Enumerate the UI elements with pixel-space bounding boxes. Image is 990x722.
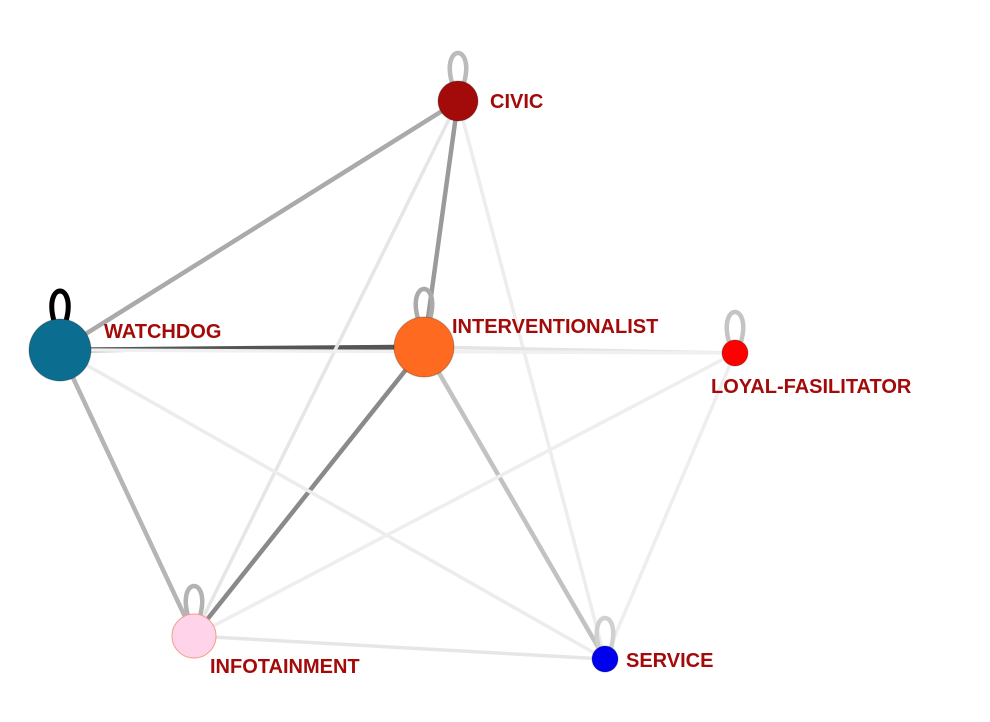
edge-civic-interventionalist	[421, 98, 461, 350]
edge-infotainment-loyal	[192, 351, 737, 638]
node-label-civic: CIVIC	[490, 91, 543, 113]
node-infotainment	[171, 613, 217, 659]
node-interventionalist	[393, 316, 455, 378]
node-label-loyal: LOYAL-FASILITATOR	[711, 376, 912, 398]
edge-service-loyal	[603, 351, 737, 661]
node-loyal	[721, 339, 749, 367]
edge-watchdog-civic	[57, 98, 461, 353]
edge-civic-service	[456, 99, 607, 661]
self-loop-watchdog	[49, 288, 71, 322]
nodes-layer	[28, 80, 749, 673]
self-loop-loyal	[724, 309, 746, 343]
self-loop-civic	[447, 50, 469, 84]
node-label-service: SERVICE	[626, 650, 713, 672]
edge-civic-infotainment	[192, 99, 460, 638]
edge-watchdog-infotainment	[57, 347, 197, 639]
labels-layer: CIVIC WATCHDOG INTERVENTIONALIST LOYAL-FASI…	[104, 91, 912, 678]
self-loop-interventionalist	[413, 286, 435, 320]
node-label-watchdog: WATCHDOG	[104, 321, 221, 343]
node-civic	[437, 80, 479, 122]
node-label-interventionalist: INTERVENTIONALIST	[452, 316, 658, 338]
edge-watchdog-service	[58, 348, 607, 661]
self-loops-layer	[49, 50, 746, 649]
edges-layer	[57, 98, 737, 662]
self-loop-infotainment	[183, 583, 205, 617]
self-loop-service	[594, 615, 616, 649]
node-watchdog	[28, 318, 92, 382]
edge-interventionalist-service	[421, 344, 608, 662]
node-label-infotainment: INFOTAINMENT	[210, 656, 360, 678]
node-service	[591, 645, 619, 673]
edge-infotainment-service	[192, 634, 607, 661]
